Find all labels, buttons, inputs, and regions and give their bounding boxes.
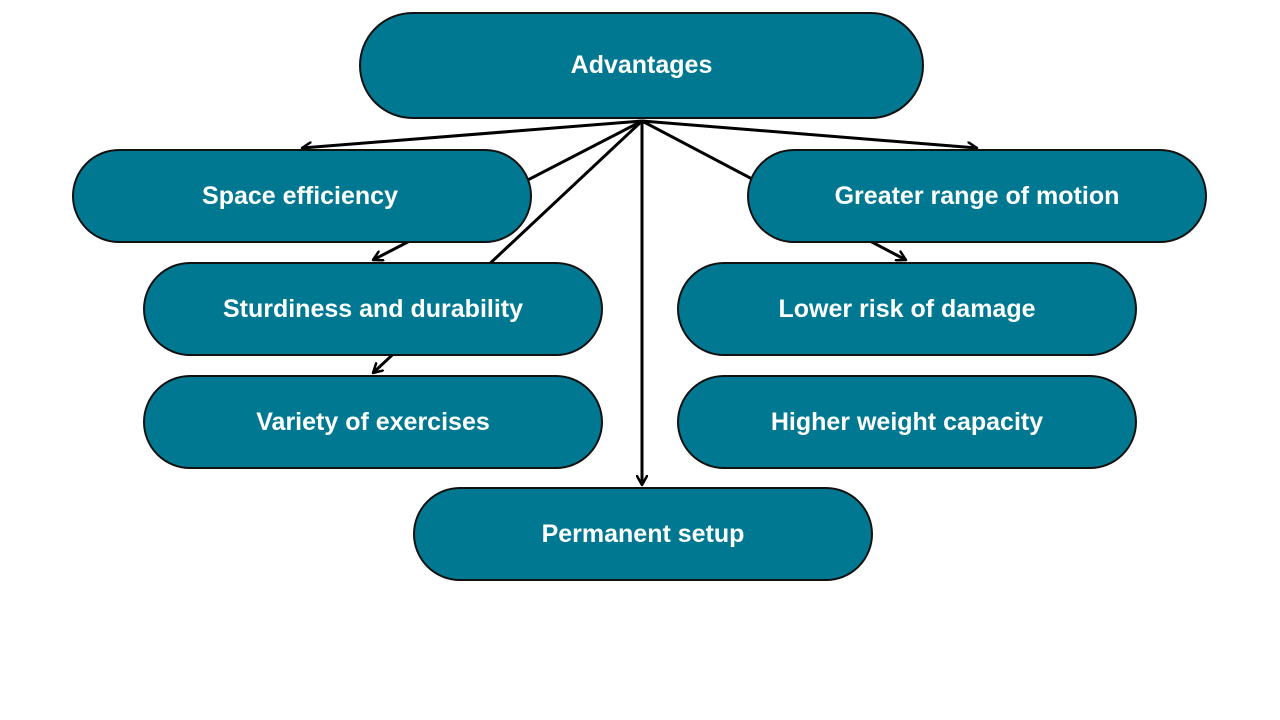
node-label: Sturdiness and durability [222, 294, 524, 323]
node-label: Greater range of motion [834, 181, 1120, 210]
node-sturdiness-and-durability: Sturdiness and durability [143, 262, 603, 356]
node-space-efficiency: Space efficiency [72, 149, 532, 243]
node-advantages: Advantages [359, 12, 924, 119]
node-label: Space efficiency [202, 181, 398, 210]
node-label: Higher weight capacity [770, 407, 1044, 436]
node-permanent-setup: Permanent setup [413, 487, 873, 581]
arrow-root-to-range [641, 119, 977, 148]
node-variety-of-exercises: Variety of exercises [143, 375, 603, 469]
arrow-root-to-space [302, 119, 643, 148]
node-higher-weight-capacity: Higher weight capacity [677, 375, 1137, 469]
node-greater-range-of-motion: Greater range of motion [747, 149, 1207, 243]
node-label: Lower risk of damage [778, 294, 1036, 323]
node-label: Advantages [570, 51, 713, 79]
node-lower-risk-of-damage: Lower risk of damage [677, 262, 1137, 356]
node-label: Permanent setup [541, 519, 745, 548]
node-label: Variety of exercises [256, 407, 490, 436]
